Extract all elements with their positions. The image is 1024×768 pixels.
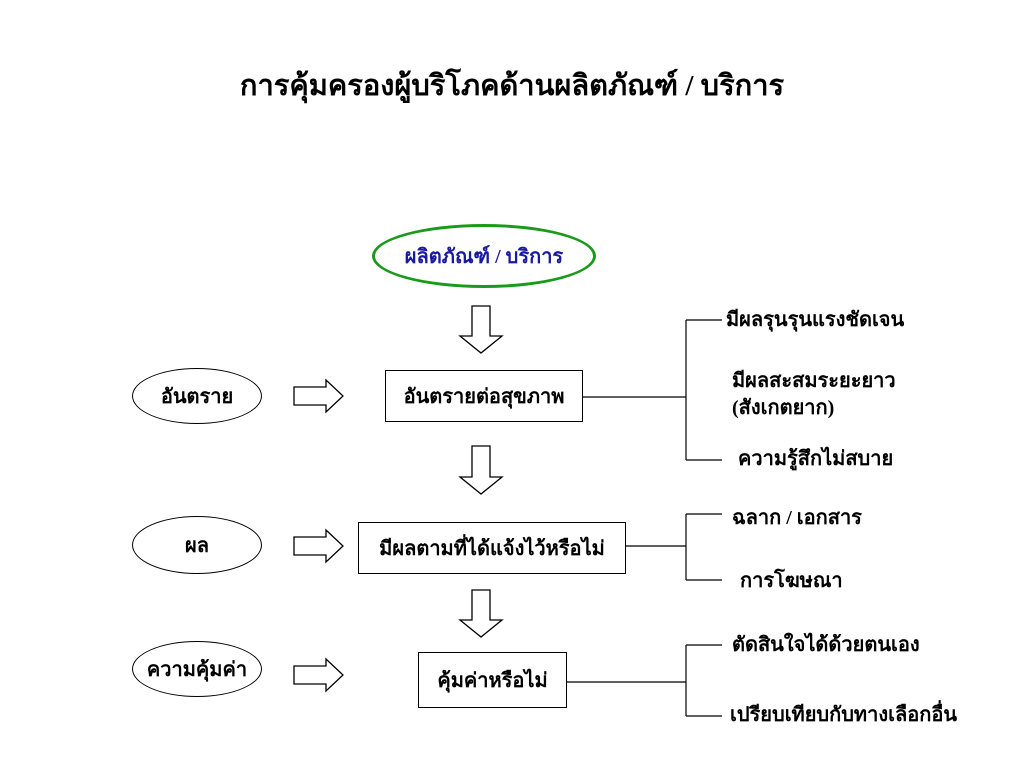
branch-compare-alternatives: เปรียบเทียบกับทางเลือกอื่น [730, 704, 958, 726]
branch-self-decision: ตัดสินใจได้ด้วยตนเอง [732, 634, 920, 656]
hazard-node: อันตราย [132, 368, 262, 424]
branch-discomfort: ความรู้สึกไม่สบาย [738, 448, 894, 470]
right-arrow-1 [293, 378, 344, 414]
worth-it-box: คุ้มค่าหรือไม่ [418, 652, 567, 708]
branch-advertising: การโฆษณา [740, 570, 843, 592]
value-node: ความคุ้มค่า [132, 641, 262, 697]
branch-label-document: ฉลาก / เอกสาร [732, 507, 862, 529]
down-arrow-1 [458, 305, 504, 354]
page-title: การคุ้มครองผู้บริโภคด้านผลิตภัณฑ์ / บริก… [239, 70, 785, 102]
product-service-node: ผลิตภัณฑ์ / บริการ [372, 224, 596, 288]
effect-node: ผล [132, 516, 262, 574]
down-arrow-3 [458, 589, 504, 638]
branch-severe-effect: มีผลรุนรุนแรงชัดเจน [726, 309, 905, 331]
right-arrow-2 [293, 528, 344, 564]
health-hazard-box: อันตรายต่อสุขภาพ [385, 370, 583, 422]
branch-hard-to-notice: (สังเกตยาก) [732, 397, 835, 419]
right-arrow-3 [293, 657, 344, 693]
down-arrow-2 [458, 445, 504, 495]
effect-as-claimed-box: มีผลตามที่ได้แจ้งไว้หรือไม่ [358, 522, 626, 574]
branch-cumulative-effect: มีผลสะสมระยะยาว [732, 370, 896, 392]
